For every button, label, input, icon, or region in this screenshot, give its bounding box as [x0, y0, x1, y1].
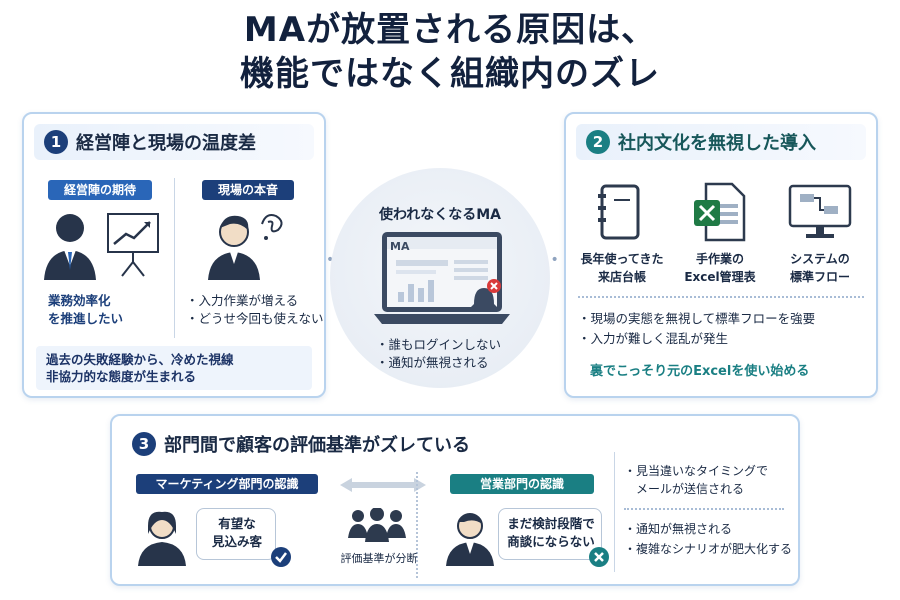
panel-culture-ignored: 2 社内文化を無視した導入 長年使ってきた 来店台帳 手作業の Excel管理表…	[564, 112, 878, 398]
title-line-1: MAが放置される原因は、	[243, 10, 657, 50]
number-badge-1: 1	[44, 130, 68, 154]
management-goal-line-1: 業務効率化	[48, 293, 111, 308]
consequence-3: ・複雑なシナリオが肥大化する	[624, 542, 793, 556]
note-line-2: 非協力的な態度が生まれる	[46, 369, 197, 384]
check-icon	[271, 547, 291, 567]
dotted-divider-right	[624, 508, 784, 510]
ledger-label: 長年使ってきた 来店台帳	[578, 250, 666, 286]
excel-label-line-2: Excel管理表	[684, 270, 756, 284]
consequence-1b: メールが送信される	[636, 482, 745, 496]
marketing-bubble: 有望な 見込み客	[196, 508, 276, 560]
screen-label: MA	[390, 240, 410, 253]
excel-label: 手作業の Excel管理表	[674, 250, 766, 286]
panel-1-note: 過去の失敗経験から、冷めた視線 非協力的な態度が生まれる	[36, 346, 312, 390]
executive-icon	[44, 214, 96, 280]
pill-management-expectation: 経営陣の期待	[48, 180, 152, 200]
panel-1-header: 1 経営陣と現場の温度差	[34, 124, 314, 160]
panel-2-heading: 社内文化を無視した導入	[618, 133, 816, 154]
pill-field-opinion: 現場の本音	[202, 180, 294, 200]
sales-bubble-line-1: まだ検討段階で	[507, 516, 595, 531]
field-concern-1: ・入力作業が増える	[186, 293, 299, 308]
consequence-1a: ・見当違いなタイミングで	[624, 464, 769, 478]
ledger-label-line-2: 来店台帳	[597, 270, 646, 284]
cross-icon	[589, 547, 609, 567]
sales-bubble-line-2: 商談にならない	[507, 534, 595, 549]
page-title: MAが放置される原因は、 機能ではなく組織内のズレ	[0, 8, 900, 96]
panel-1-heading: 経営陣と現場の温度差	[76, 133, 256, 154]
flow-label-line-1: システムの	[790, 252, 850, 266]
flow-label: システムの 標準フロー	[774, 250, 866, 286]
marketing-bubble-line-2: 見込み客	[211, 534, 262, 549]
consequence-2: ・通知が無視される	[624, 522, 733, 536]
excel-label-line-1: 手作業の	[695, 252, 744, 266]
excel-file-icon	[694, 182, 746, 242]
center-item-1: ・誰もログインしない	[376, 337, 502, 352]
divider	[174, 178, 175, 338]
salesperson-icon	[446, 513, 494, 566]
panel-department-gap: 3 部門間で顧客の評価基準がズレている マーケティング部門の認識 営業部門の認識…	[110, 414, 800, 586]
center-item-2: ・通知が無視される	[376, 355, 489, 370]
number-badge-2: 2	[586, 130, 610, 154]
culture-item-1: ・現場の実態を無視して標準フローを強要	[578, 311, 816, 326]
management-goal-line-2: を推進したい	[48, 311, 124, 326]
flow-label-line-2: 標準フロー	[789, 270, 850, 284]
growth-chart-icon	[107, 213, 159, 277]
center-divider	[416, 472, 418, 578]
team-group-icon	[348, 508, 406, 542]
title-line-2: 機能ではなく組織内のズレ	[240, 54, 660, 94]
culture-conclusion: 裏でこっそり元のExcelを使い始める	[590, 364, 810, 379]
sales-bubble: まだ検討段階で 商談にならない	[498, 508, 602, 560]
system-flow-monitor-icon	[788, 184, 852, 238]
notebook-icon	[598, 184, 640, 240]
panel-3-heading: 部門間で顧客の評価基準がズレている	[164, 435, 470, 456]
marketer-icon	[138, 511, 186, 566]
center-heading: 使われなくなるMA	[378, 207, 502, 223]
laptop-dashboard-icon	[374, 232, 510, 324]
ledger-label-line-1: 長年使ってきた	[580, 252, 664, 266]
pill-sales: 営業部門の認識	[450, 474, 594, 494]
field-concern-2: ・どうせ今回も使えない	[186, 311, 324, 326]
right-divider	[614, 452, 615, 572]
panel-2-header: 2 社内文化を無視した導入	[576, 124, 866, 160]
pill-marketing: マーケティング部門の認識	[136, 474, 318, 494]
culture-item-2: ・入力が難しく混乱が発生	[578, 331, 729, 346]
dotted-divider	[578, 296, 864, 298]
note-line-1: 過去の失敗経験から、冷めた視線	[46, 352, 234, 367]
split-caption: 評価基準が分断	[340, 552, 418, 565]
panel-3-header: 3 部門間で顧客の評価基準がズレている	[122, 426, 592, 462]
number-badge-3: 3	[132, 432, 156, 456]
worried-worker-icon	[208, 214, 283, 280]
panel-leadership-gap: 1 経営陣と現場の温度差 経営陣の期待 現場の本音 業務効率化 を推進したい ・…	[22, 112, 326, 398]
unused-ma-circle: 使われなくなるMA MA ・誰もログインしない ・通知が無視される	[330, 168, 550, 388]
marketing-bubble-line-1: 有望な	[218, 516, 256, 531]
double-arrow-icon	[340, 478, 426, 492]
